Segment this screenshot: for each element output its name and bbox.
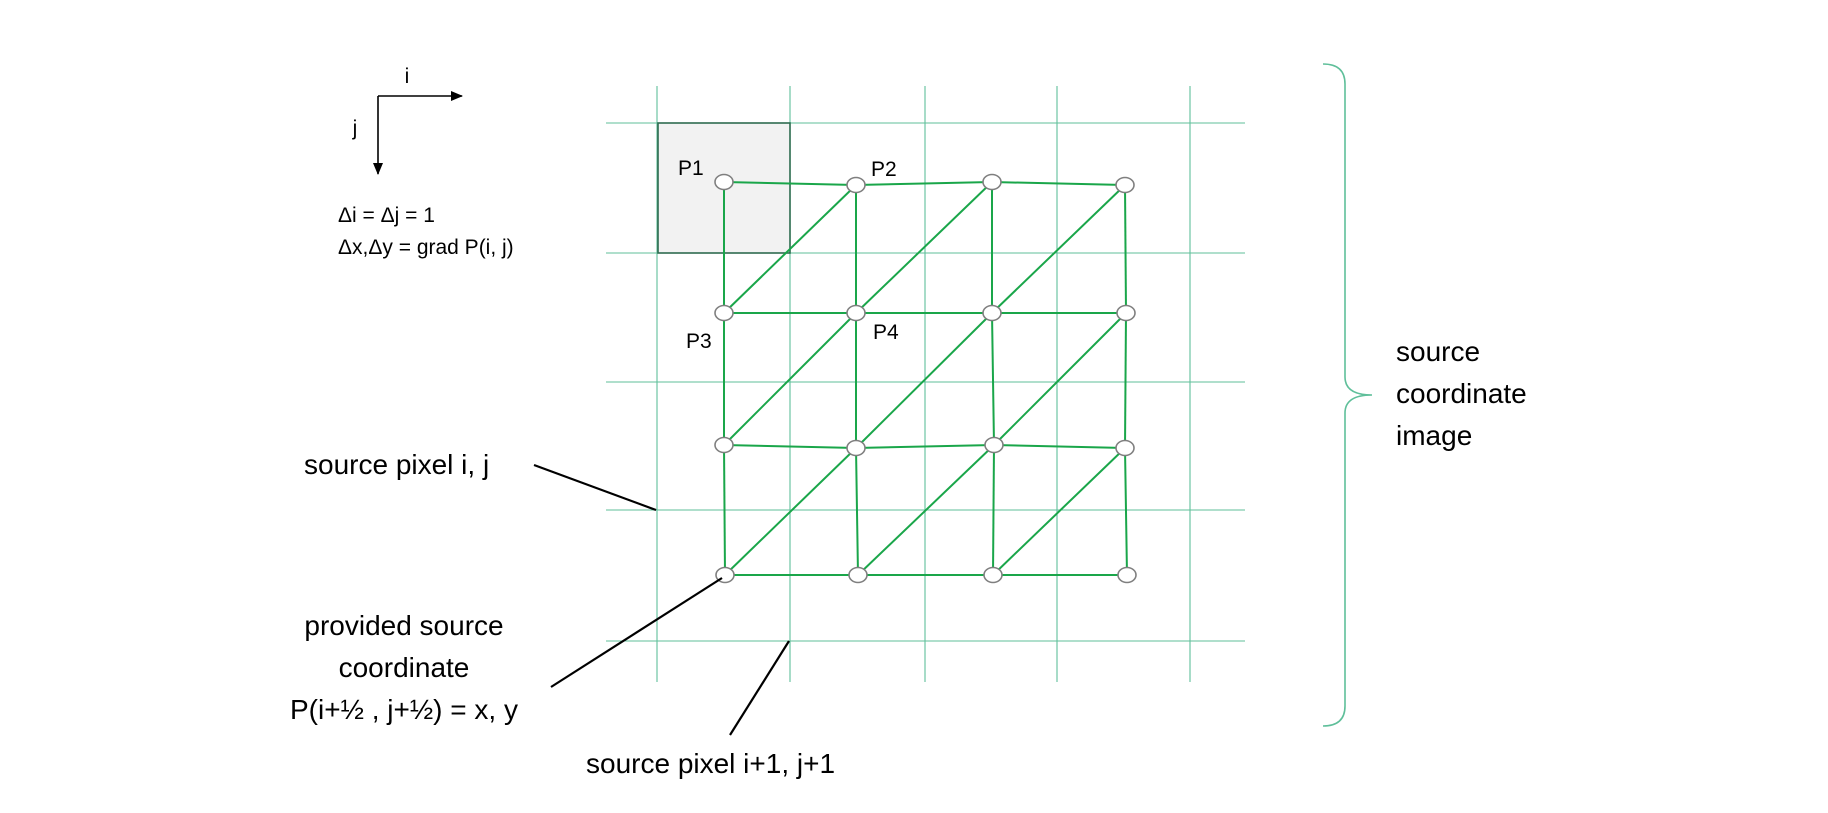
- label-source-coordinate-image-line1: source: [1396, 336, 1480, 367]
- mesh-node: [1115, 176, 1135, 194]
- mesh-edge-vertical: [723, 444, 726, 576]
- label-source-pixel-i1j1: source pixel i+1, j+1: [586, 748, 835, 779]
- mesh-node: [846, 176, 866, 194]
- mesh-edge-horizontal: [855, 444, 995, 449]
- delta-equation: Δi = Δj = 1: [338, 204, 435, 227]
- axes-indicator: i j: [352, 65, 463, 175]
- mesh-edge-vertical: [991, 312, 995, 446]
- mesh-edge-horizontal: [855, 181, 993, 186]
- label-provided-line3: P(i+½ , j+½) = x, y: [290, 694, 518, 725]
- leader-line-source-pixel-i1j1: [729, 640, 790, 736]
- mesh-node: [714, 304, 734, 322]
- point-label-p4: P4: [873, 321, 899, 344]
- mesh-node: [1117, 566, 1137, 584]
- leader-line-provided-coordinate: [550, 577, 723, 688]
- label-source-coordinate-image-line2: coordinate: [1396, 378, 1527, 409]
- point-label-p1: P1: [678, 157, 704, 180]
- mesh-edge-diagonal: [993, 312, 1127, 446]
- mesh-node: [848, 566, 868, 584]
- mesh-edge-diagonal: [724, 447, 857, 576]
- mesh-node: [1115, 439, 1135, 457]
- mesh-edge-vertical: [1124, 184, 1127, 314]
- mesh-edge-diagonal: [991, 184, 1126, 314]
- j-axis-label: j: [352, 117, 358, 140]
- mesh-node: [1116, 304, 1136, 322]
- mesh-edge-diagonal: [855, 312, 993, 449]
- mesh-node: [982, 173, 1002, 191]
- mesh-node: [982, 304, 1002, 322]
- mesh-node: [846, 304, 866, 322]
- mesh-edge-vertical: [992, 444, 995, 576]
- mesh-node: [984, 436, 1004, 454]
- mesh-edge-vertical: [1124, 312, 1127, 449]
- label-provided-line1: provided source: [304, 610, 503, 641]
- mesh-edge-vertical: [1124, 447, 1128, 576]
- gradient-equation: Δx,Δy = grad P(i, j): [338, 236, 514, 259]
- i-axis-label: i: [405, 65, 410, 88]
- mesh-edge-diagonal: [855, 181, 993, 314]
- mesh-node: [983, 566, 1003, 584]
- mesh-nodes: [714, 173, 1137, 584]
- label-source-coordinate-image-line3: image: [1396, 420, 1472, 451]
- label-provided-line2: coordinate: [339, 652, 470, 683]
- mesh-edge-diagonal: [857, 444, 995, 576]
- pixel-grid: [606, 86, 1245, 682]
- mesh-edge-vertical: [855, 447, 859, 576]
- mesh-node: [714, 173, 734, 191]
- mesh-node: [714, 436, 734, 454]
- mesh-edge-horizontal: [723, 444, 857, 449]
- point-label-p2: P2: [871, 158, 897, 181]
- mesh-edge-diagonal: [723, 184, 857, 314]
- mesh-edge-horizontal: [993, 444, 1126, 449]
- triangle-mesh: [723, 181, 1128, 576]
- label-source-pixel-ij: source pixel i, j: [304, 449, 489, 480]
- mesh-edge-horizontal: [723, 181, 857, 186]
- point-label-p3: P3: [686, 330, 712, 353]
- leader-line-source-pixel-ij: [533, 463, 657, 512]
- curly-brace: [1322, 63, 1373, 727]
- mesh-edge-diagonal: [723, 312, 857, 446]
- mesh-node: [846, 439, 866, 457]
- mesh-edge-horizontal: [991, 181, 1126, 186]
- mesh-edge-diagonal: [992, 447, 1126, 576]
